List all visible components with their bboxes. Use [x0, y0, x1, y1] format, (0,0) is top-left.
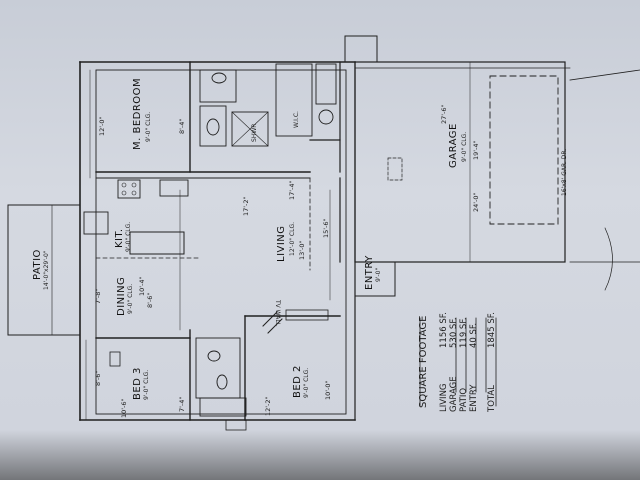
door-swing-1: [262, 311, 278, 327]
label-dining-ceiling: 9'-0" CLG.: [127, 284, 134, 314]
note-garage-door: 16'x8' GAR. DR.: [561, 149, 568, 196]
garage-attic-hatch: [387, 157, 403, 181]
photo-shadow: [0, 430, 640, 480]
bath-window: [225, 419, 247, 431]
dim-10-4: 10'-4": [138, 276, 146, 296]
hall-tub: [199, 397, 247, 417]
label-patio-size: 14'-0"x29'-0": [43, 250, 50, 290]
dim-10-6: 10'-6": [120, 398, 128, 418]
sf-value-entry: 40 SF.: [469, 323, 479, 348]
note-tv-wall: TV WALL: [274, 299, 281, 327]
dim-15-6: 15'-6": [322, 218, 330, 238]
label-garage: GARAGE: [448, 123, 459, 168]
kitchen-sink: [83, 211, 109, 235]
label-entry: ENTRY: [364, 255, 375, 290]
label-entry-ceiling: 9'-0": [375, 268, 382, 282]
driveway-line: [569, 69, 640, 81]
dim-24-0: 24'-0": [472, 192, 480, 212]
sf-title: SQUARE FOOTAGE: [418, 316, 429, 408]
dim-7-8: 7'-8": [94, 289, 102, 304]
bed3-window: [109, 351, 121, 367]
sf-value-total: 1845 SF.: [487, 312, 497, 348]
dim-12-2: 12'-2": [264, 396, 272, 416]
note-shower: SHWR: [251, 124, 258, 142]
sf-value-patio: 119 SF.: [459, 317, 469, 348]
bed2-closet: [285, 309, 329, 321]
garage-bump: [344, 35, 378, 63]
label-bed-3: BED 3: [132, 367, 143, 400]
label-bed3-ceiling: 9'-0" CLG.: [143, 370, 150, 400]
garage-outline: [354, 61, 566, 263]
label-patio: PATIO: [32, 249, 43, 280]
dim-12-0: 12'-0": [98, 116, 106, 136]
label-garage-ceiling: 9'-0" CLG.: [461, 132, 468, 162]
patio-outline: [7, 204, 81, 336]
label-kitchen: KIT.: [114, 228, 125, 248]
note-walk-in: W.I.C.: [293, 111, 300, 128]
hall-bath: [195, 337, 241, 399]
washer: [315, 63, 337, 105]
dim-27-6: 27'-6": [440, 104, 448, 124]
sf-label-garage: GARAGE: [449, 376, 459, 412]
hall-toilet: [216, 374, 228, 390]
label-m-bedroom: M. BEDROOM: [132, 78, 143, 150]
dim-19-4: 19'-4": [472, 140, 480, 160]
sf-label-living: LIVING: [439, 383, 449, 412]
shower-diag-2: [231, 111, 269, 147]
dim-10-0: 10'-0": [324, 380, 332, 400]
label-living-ceiling: 12'-0" CLG.: [289, 222, 296, 256]
range: [117, 179, 141, 199]
dim-13-0: 13'-0": [298, 240, 306, 260]
closet: [275, 63, 313, 137]
sf-label-total: TOTAL: [487, 385, 497, 413]
water-heater: [318, 109, 334, 125]
sf-label-entry: ENTRY: [469, 384, 479, 412]
sink: [211, 72, 227, 84]
garage-door-outline: [489, 75, 559, 225]
dim-17-4: 17'-4": [288, 180, 296, 200]
kitchen-island: [129, 231, 185, 255]
label-kitchen-ceiling: 9'-0" CLG.: [125, 222, 132, 252]
dim-8-6b: 8'-6": [94, 371, 102, 386]
label-bed2-ceiling: 9'-0" CLG.: [303, 368, 310, 398]
sf-label-patio: PATIO: [459, 388, 469, 412]
sf-value-living: 1156 SF.: [439, 312, 449, 348]
grade-arc: [604, 227, 613, 291]
label-bedroom-ceiling: 9'-0" CLG.: [145, 112, 152, 142]
shower-stall: [231, 111, 269, 147]
door-swing-2: [267, 318, 283, 334]
dim-8-6: 8'-6": [146, 293, 154, 308]
label-living: LIVING: [276, 225, 287, 262]
label-dining: DINING: [116, 277, 127, 316]
toilet-area: [199, 105, 227, 147]
toilet: [206, 118, 220, 136]
dim-8-4: 8'-4": [178, 119, 186, 134]
dim-7-4: 7'-4": [178, 397, 186, 412]
dim-17-2: 17'-2": [242, 196, 250, 216]
hall-sink: [207, 350, 221, 362]
vanity: [199, 69, 237, 103]
refrigerator: [159, 179, 189, 197]
label-bed-2: BED 2: [292, 365, 303, 398]
sf-value-garage: 530 SF.: [449, 317, 459, 348]
